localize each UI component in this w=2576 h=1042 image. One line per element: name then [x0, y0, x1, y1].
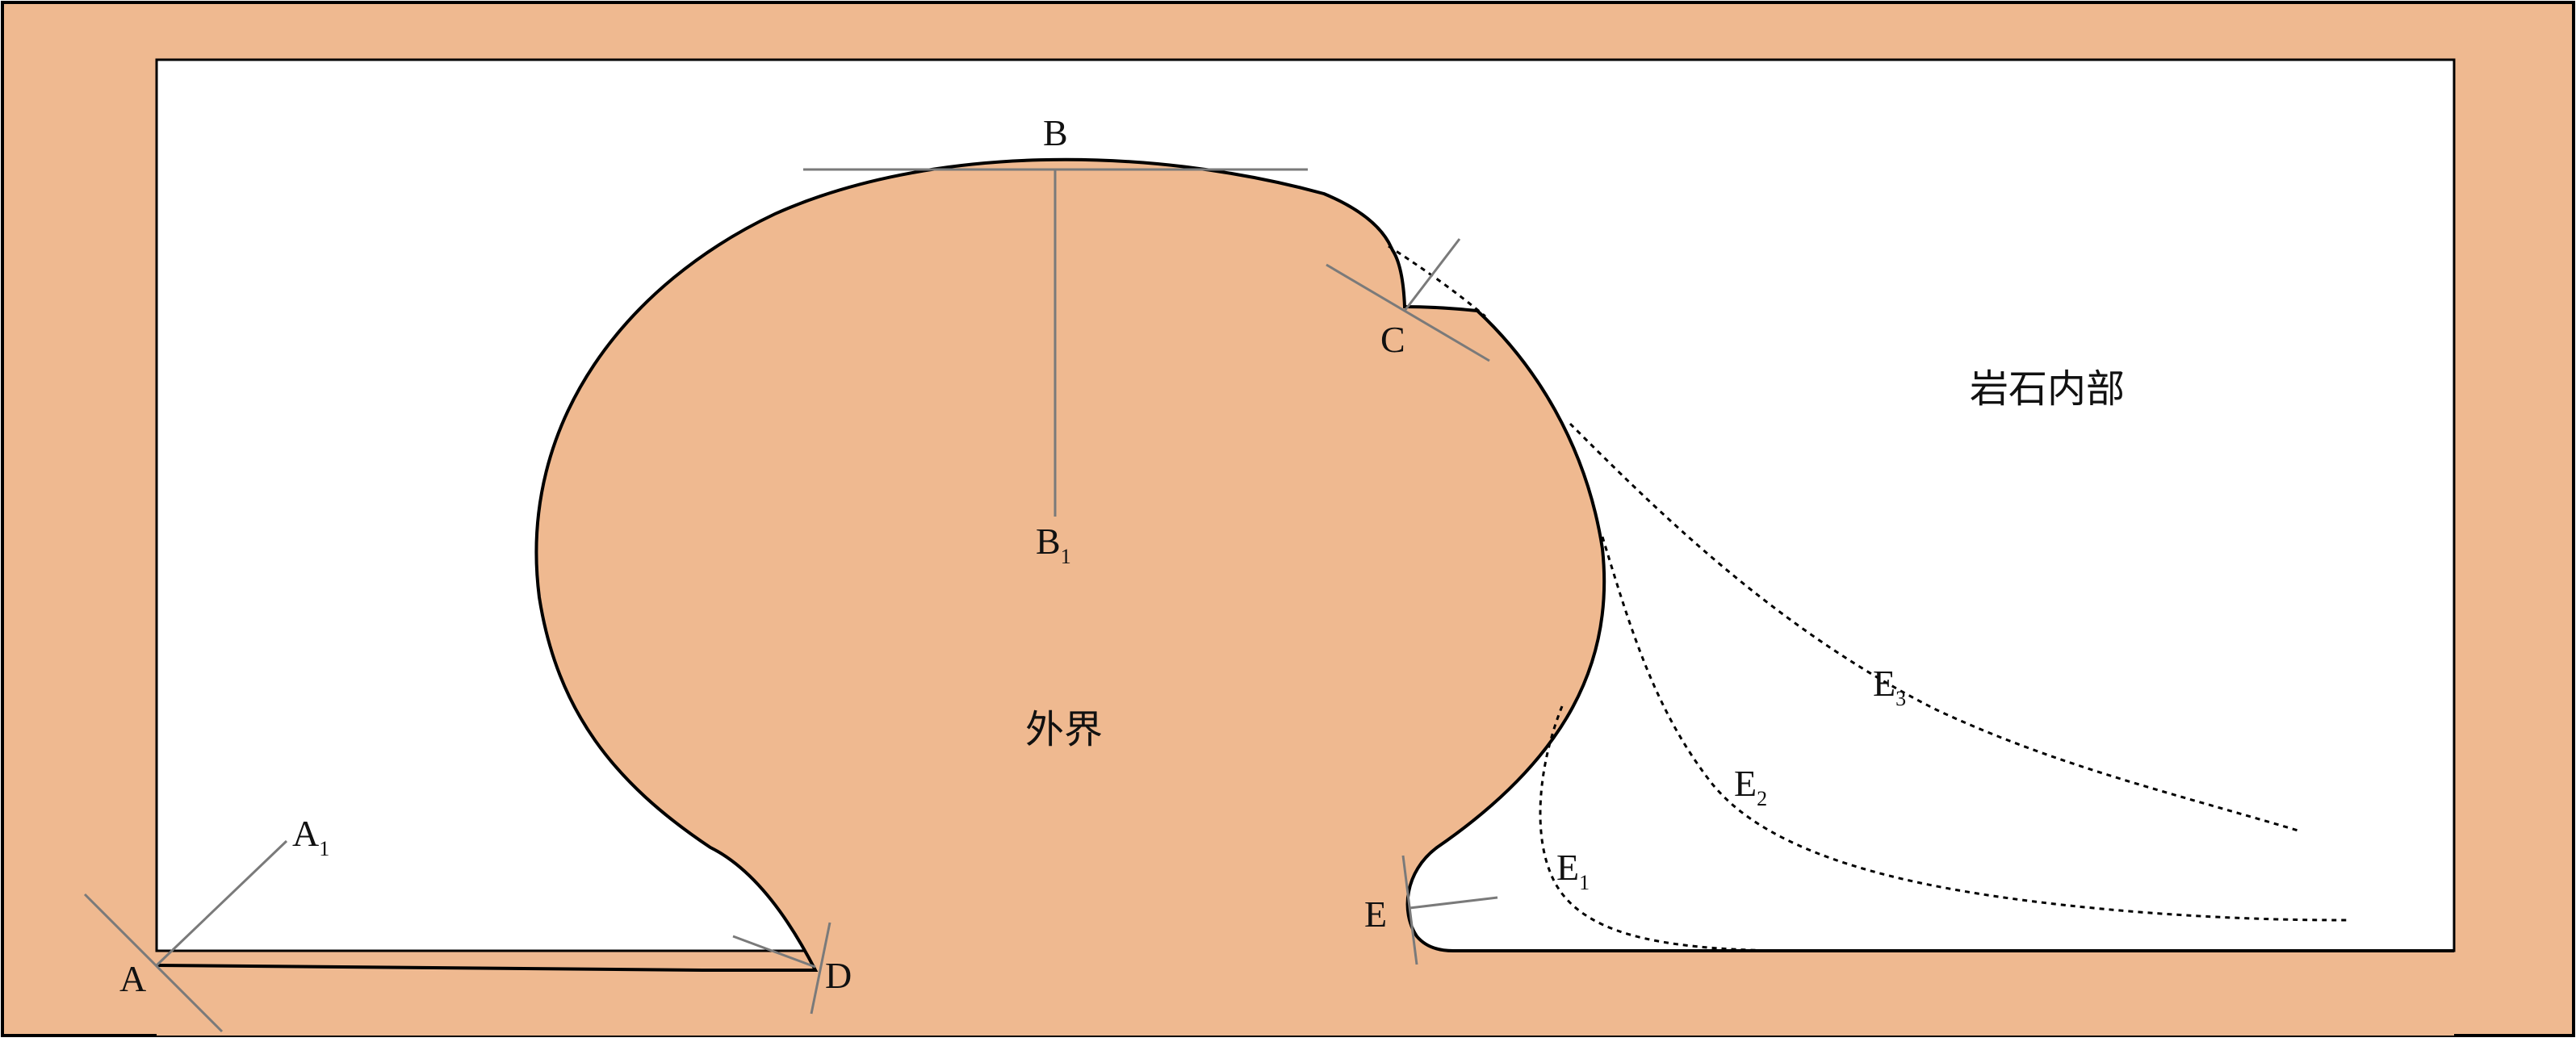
point-label-e3-main: E [1873, 663, 1895, 704]
dotted-contour-c [1388, 245, 1486, 318]
point-label-e2-main: E [1734, 763, 1757, 804]
dotted-curve-e1 [1539, 705, 1777, 952]
point-label-e1-main: E [1556, 847, 1579, 888]
point-label-e1-sub: 1 [1579, 871, 1590, 894]
point-label-e3: E3 [1873, 663, 1906, 710]
point-label-a1-main: A [292, 813, 319, 854]
tangent-d [810, 922, 831, 1015]
dotted-curve-e3 [1569, 422, 2302, 833]
point-label-e2: E2 [1734, 763, 1767, 810]
normal-a [155, 839, 288, 967]
normal-e [1409, 896, 1498, 910]
dotted-curve-e2 [1601, 536, 2350, 922]
point-label-b: B [1043, 112, 1068, 153]
tangent-e [1401, 855, 1418, 965]
region-label-exterior: 外界 [1025, 707, 1103, 752]
point-label-a1: A1 [292, 813, 329, 860]
point-label-b1: B1 [1036, 521, 1071, 568]
exterior-bulb [157, 159, 2454, 1036]
tangent-c [1326, 263, 1490, 362]
point-label-e3-sub: 3 [1895, 687, 1906, 710]
normal-d [732, 935, 816, 969]
point-label-a: A [119, 958, 146, 999]
point-label-e1: E1 [1556, 847, 1590, 894]
point-label-b1-main: B [1036, 521, 1061, 562]
point-label-e: E [1364, 893, 1387, 935]
tangent-lines [83, 168, 1498, 1033]
point-label-e2-sub: 2 [1757, 787, 1767, 810]
normal-c [1403, 238, 1461, 312]
point-label-d: D [825, 955, 852, 996]
point-label-c: C [1380, 319, 1405, 360]
point-label-b1-sub: 1 [1061, 545, 1071, 568]
region-label-interior: 岩石内部 [1970, 366, 2125, 412]
tangent-a [83, 893, 224, 1033]
point-label-a1-sub: 1 [319, 837, 329, 860]
